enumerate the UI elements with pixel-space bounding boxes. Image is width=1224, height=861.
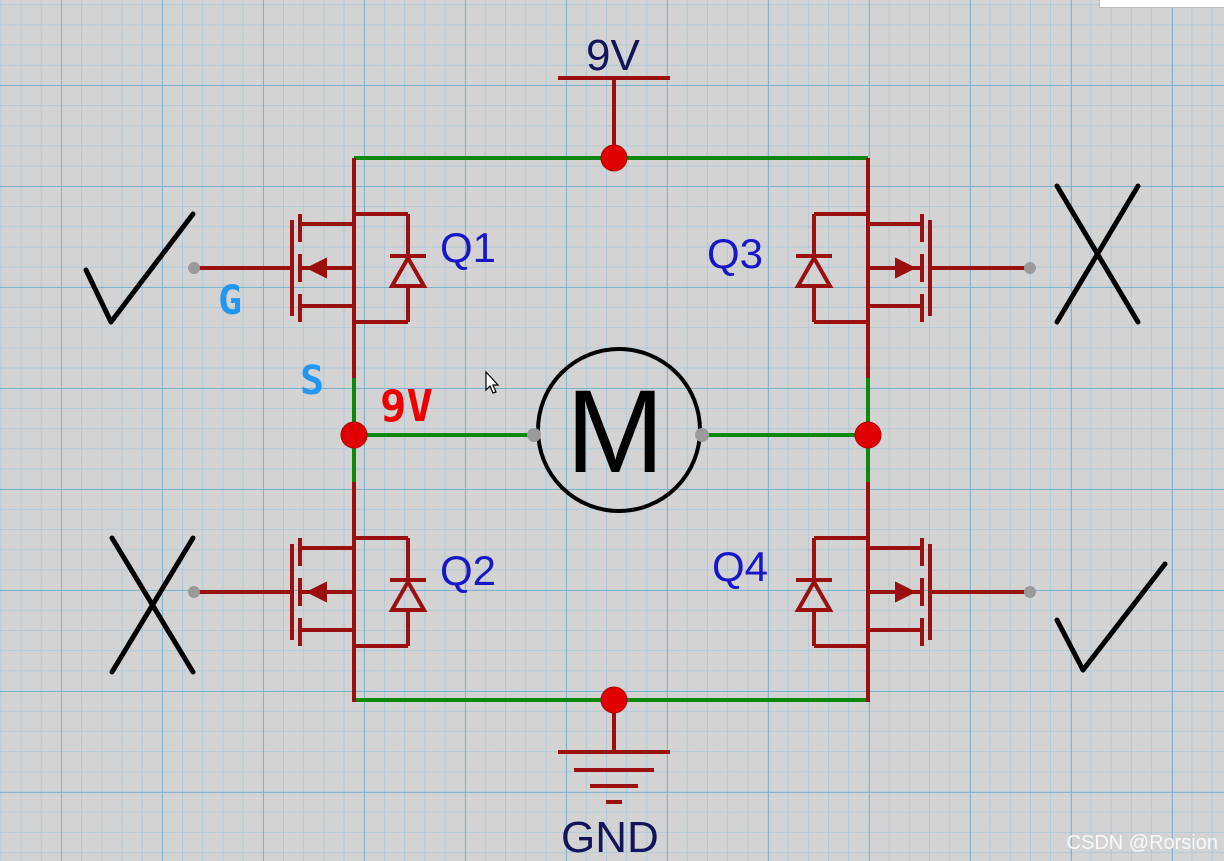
q3-label: Q3 [707, 230, 763, 277]
mosfet-q3 [794, 156, 1030, 380]
cross-q3-icon [1054, 183, 1141, 325]
mosfet-q4 [794, 480, 1030, 704]
supply-label: 9V [586, 31, 640, 80]
checkmark-q1-icon [83, 211, 196, 325]
q1-gate-pin [188, 262, 200, 274]
mosfet-q1 [192, 156, 428, 380]
q2-label: Q2 [440, 547, 496, 594]
ground-label: GND [561, 813, 659, 861]
watermark: CSDN @Rorsion [1067, 832, 1218, 854]
cross-q2-icon [109, 535, 196, 675]
checkmark-q4-icon [1054, 561, 1168, 673]
q2-gate-pin [188, 586, 200, 598]
motor-pin-left [527, 428, 541, 442]
ground-symbol [558, 700, 670, 804]
top-right-panel [1099, 0, 1224, 8]
q1-label: Q1 [440, 224, 496, 271]
motor-label: M [566, 366, 664, 498]
motor-pin-right [695, 428, 709, 442]
junction-right [854, 421, 882, 449]
source-label: S [300, 358, 324, 404]
junction-top [600, 144, 628, 172]
gate-label: G [218, 278, 242, 324]
q4-label: Q4 [712, 543, 768, 590]
junction-left [340, 421, 368, 449]
mouse-cursor-icon [485, 370, 500, 394]
motor [527, 347, 709, 513]
node-voltage-label: 9V [380, 381, 433, 432]
junction-bottom [600, 686, 628, 714]
q4-gate-pin [1024, 586, 1036, 598]
mosfet-q2 [192, 480, 428, 704]
q3-gate-pin [1024, 262, 1036, 274]
